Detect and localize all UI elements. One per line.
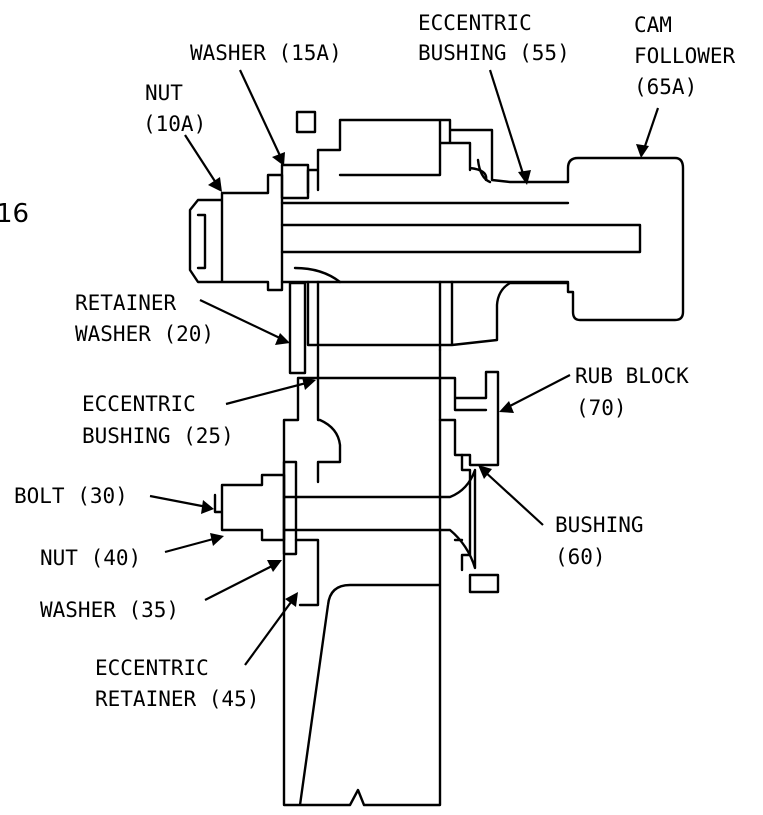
label-eccentric-25-line2: BUSHING (25) bbox=[82, 424, 234, 448]
arrow-eccentric-55 bbox=[518, 170, 531, 185]
label-eccentric-55-line1: ECCENTRIC bbox=[418, 11, 532, 35]
upper-body-outline bbox=[306, 118, 570, 352]
label-cam-line3: (65A) bbox=[634, 75, 697, 99]
label-bushing-60-line1: BUSHING bbox=[555, 513, 644, 537]
nut-10a bbox=[188, 173, 284, 292]
small-pin-top bbox=[295, 110, 317, 134]
label-rub-block-line1: RUB BLOCK bbox=[575, 364, 689, 388]
leader-retainer-20 bbox=[199, 299, 285, 341]
leader-eccentric-45 bbox=[244, 597, 295, 666]
arrow-rub-block-70 bbox=[499, 401, 514, 413]
support-arm-outline bbox=[282, 345, 442, 807]
cam-follower bbox=[566, 156, 685, 322]
leader-washer-15a bbox=[239, 69, 283, 161]
label-rub-block-line2: (70) bbox=[576, 396, 627, 420]
label-nut-40: NUT (40) bbox=[40, 546, 141, 570]
leader-nut-40 bbox=[164, 536, 218, 554]
arrow-washer-15a bbox=[272, 152, 285, 166]
shaft-fillet-upper bbox=[476, 158, 492, 184]
label-eccentric-45-line2: RETAINER (45) bbox=[95, 687, 259, 711]
washer-35 bbox=[282, 460, 298, 556]
label-washer-15a: WASHER (15A) bbox=[190, 41, 342, 65]
leader-bolt-30 bbox=[149, 494, 208, 509]
leader-nut-10a bbox=[184, 134, 219, 187]
arrow-nut-40 bbox=[210, 533, 224, 546]
leader-cam-65a bbox=[641, 107, 660, 153]
arrow-eccentric-25 bbox=[302, 377, 316, 390]
label-washer-35: WASHER (35) bbox=[40, 598, 179, 622]
arrow-retainer-20 bbox=[275, 333, 290, 345]
label-bolt-30: BOLT (30) bbox=[14, 484, 128, 508]
label-retainer-20-line1: RETAINER bbox=[75, 291, 177, 315]
label-nut-10a-line2: (10A) bbox=[143, 112, 206, 136]
label-nut-10a-line1: NUT bbox=[145, 81, 183, 105]
leader-eccentric-55 bbox=[488, 69, 527, 181]
eccentric-bushing-25 bbox=[316, 376, 342, 484]
label-eccentric-25-line1: ECCENTRIC bbox=[82, 392, 196, 416]
leader-bushing-60 bbox=[482, 469, 544, 526]
label-cam-line1: CAM bbox=[634, 13, 672, 37]
label-bushing-60-line2: (60) bbox=[555, 545, 606, 569]
leader-washer-35 bbox=[204, 563, 277, 601]
fragment-number: 16 bbox=[0, 199, 29, 229]
label-eccentric-45-line1: ECCENTRIC bbox=[95, 656, 209, 680]
arrow-cam-65a bbox=[636, 144, 649, 158]
arrow-washer-35 bbox=[267, 560, 282, 572]
arrow-nut-10a bbox=[208, 177, 222, 192]
leader-eccentric-25 bbox=[225, 380, 311, 406]
label-eccentric-55-line2: BUSHING (55) bbox=[418, 41, 570, 65]
arrow-bushing-60 bbox=[478, 465, 492, 479]
arrow-bolt-30 bbox=[201, 500, 214, 514]
eccentric-retainer-45 bbox=[294, 538, 320, 607]
retainer-washer-20 bbox=[288, 281, 307, 375]
bolt-30-head bbox=[213, 473, 286, 542]
arrow-eccentric-45 bbox=[285, 592, 298, 607]
washer-15a bbox=[280, 163, 310, 200]
label-cam-line2: FOLLOWER bbox=[634, 44, 736, 68]
lower-bolt-shank bbox=[282, 468, 477, 570]
label-retainer-20-line2: WASHER (20) bbox=[75, 322, 214, 346]
rub-block-70 bbox=[438, 370, 500, 467]
bushing-60 bbox=[453, 453, 500, 594]
leader-rub-block-70 bbox=[505, 374, 571, 409]
shaft-fillet-lower bbox=[293, 266, 342, 284]
upper-shaft bbox=[280, 201, 642, 284]
